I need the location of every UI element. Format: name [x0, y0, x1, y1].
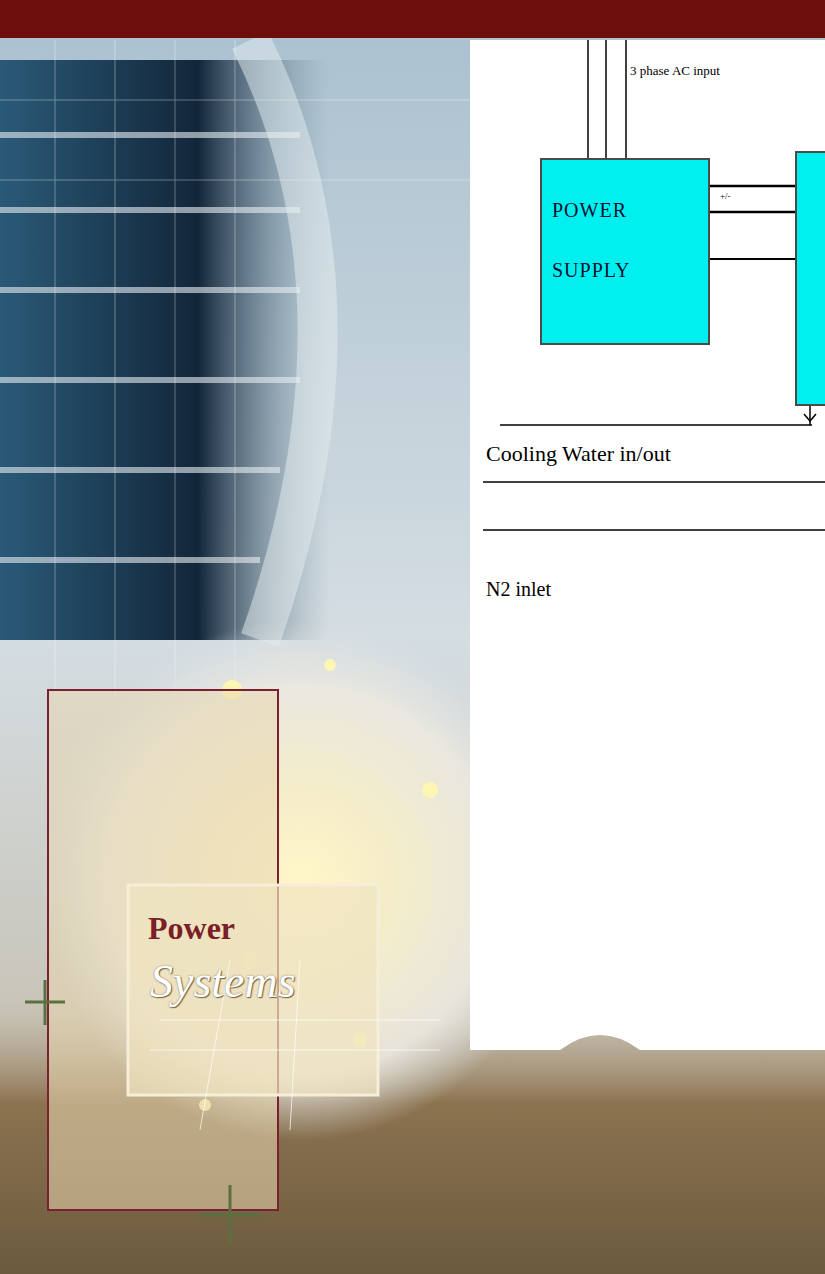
logo-text: Power	[148, 910, 235, 947]
pipe-label: N2 inlet	[486, 578, 551, 601]
reactor-box	[796, 152, 825, 405]
pipe-label: Cooling Water in/out	[486, 441, 671, 467]
box-label: POWER SUPPLY	[552, 180, 652, 300]
polarity-label: +/-	[720, 191, 731, 201]
process-box: POWER SUPPLY	[540, 158, 710, 345]
input-label: 3 phase AC input	[630, 63, 720, 79]
logo-text: Systems	[150, 955, 296, 1008]
